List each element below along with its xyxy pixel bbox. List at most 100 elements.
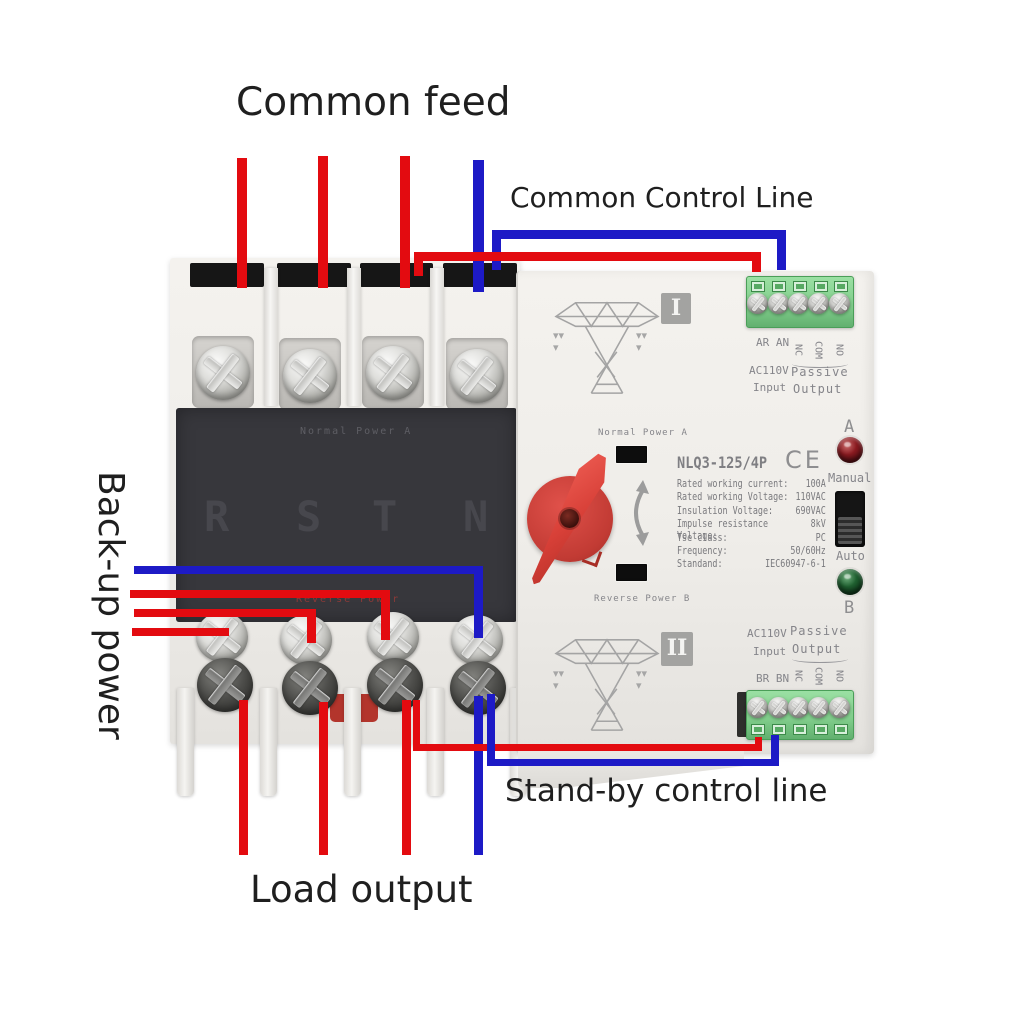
phase-letter-n: N: [463, 492, 489, 541]
section-badge-1: I: [661, 293, 691, 324]
wire-common-control-red-h: [414, 252, 761, 261]
separator-tab: [177, 688, 194, 796]
green-terminal-screw: [829, 293, 850, 314]
terminal-separator: [347, 268, 361, 406]
spec-row: Impulse resistance Voltage:8kV: [677, 518, 826, 543]
terminal-screw: [196, 612, 248, 662]
green-terminal-screw: [788, 293, 809, 314]
bottom-output-line2: Output: [792, 642, 842, 656]
spec-table: Rated working current:100A Rated working…: [677, 478, 826, 572]
terminal-screw: [283, 349, 337, 403]
rotary-center-screw: [560, 509, 579, 528]
green-terminal-screw: [768, 697, 789, 718]
led-a-red: [837, 437, 863, 463]
terminal-top-1: [190, 263, 264, 287]
wire-common-feed-2: [318, 156, 328, 288]
terminal-screw-dark: [282, 661, 338, 715]
rotation-arrow-icon: [634, 480, 649, 546]
bottom-pin-com-label: COM: [812, 666, 824, 686]
terminal-pin: [834, 724, 848, 735]
spec-row: Insulation Voltage:690VAC: [677, 504, 826, 517]
spec-row: Rated working current:100A: [677, 478, 826, 490]
chevron-down-icon: ▾▾▾: [636, 667, 648, 692]
terminal-pin: [793, 281, 807, 292]
wire-backup-blue-h: [134, 566, 483, 574]
separator-tab: [427, 688, 444, 796]
terminal-pin: [772, 281, 786, 292]
terminal-top-2: [277, 263, 351, 287]
wire-standby-blue-v1: [487, 694, 495, 766]
wire-standby-blue-h: [487, 759, 779, 766]
green-terminal-screw: [808, 697, 829, 718]
bottom-pins-label: BR BN: [756, 672, 790, 685]
phase-letter-r: R: [204, 492, 230, 541]
label-common-control-line: Common Control Line: [510, 181, 814, 214]
transmission-tower-icon: [554, 638, 660, 731]
indicator-b-label: B: [844, 598, 855, 618]
terminal-pin: [834, 281, 848, 292]
manual-auto-slider: [835, 491, 865, 547]
wire-backup-red2-h: [134, 609, 316, 617]
green-terminal-screw: [747, 697, 768, 718]
terminal-screw: [366, 346, 420, 400]
wire-common-feed-3: [400, 156, 410, 288]
terminal-separator: [264, 268, 278, 406]
wire-common-control-blue-drop-right: [777, 230, 786, 270]
transmission-tower-icon: [554, 301, 660, 394]
wire-common-control-blue-drop-left: [492, 230, 501, 270]
reverse-power-label: Reverse Power B: [594, 594, 691, 604]
bottom-output-line1: Passive: [790, 624, 848, 638]
wire-backup-red1-drop: [381, 590, 390, 640]
chevron-down-icon: ▾▾▾: [553, 329, 565, 354]
green-terminal-screw: [829, 697, 850, 718]
wire-backup-red1-h: [130, 590, 390, 598]
indicator-a-label: A: [844, 417, 855, 437]
green-terminal-screw: [747, 293, 768, 314]
panel-normal-power-label: Normal Power A: [300, 426, 413, 437]
brace: [792, 360, 848, 368]
wire-load-output-1: [239, 700, 248, 855]
wire-load-output-neutral: [474, 696, 483, 855]
spec-row: Frequency:50/60Hz: [677, 544, 826, 557]
wire-common-feed-1: [237, 158, 247, 288]
top-pin-no-label: NO: [833, 343, 845, 357]
phase-panel: [176, 408, 517, 622]
wire-common-control-blue-h: [492, 230, 786, 239]
spec-row: Tse class:PC: [677, 531, 826, 544]
green-terminal-screw: [768, 293, 789, 314]
ce-mark: CE: [785, 446, 823, 474]
wire-load-output-3: [402, 700, 411, 855]
normal-power-label: Normal Power A: [598, 428, 688, 438]
spec-row: Standand:IEC60947-6-1: [677, 558, 826, 571]
bottom-input-line1: AC110V: [747, 627, 787, 640]
wire-backup-red2-drop: [307, 609, 316, 643]
top-input-line1: AC110V: [749, 364, 789, 377]
wire-common-control-red-drop-right: [752, 252, 761, 272]
chevron-down-icon: ▾▾▾: [553, 667, 565, 692]
top-output-line2: Output: [793, 382, 843, 396]
wire-load-output-2: [319, 702, 328, 855]
label-common-feed: Common feed: [236, 80, 511, 125]
spec-row: Rated working Voltage:110VAC: [677, 491, 826, 504]
wire-backup-blue-drop: [474, 566, 483, 638]
position-window-b: [616, 564, 647, 581]
bottom-pin-nc-label: NC: [792, 669, 804, 683]
manual-label: Manual: [828, 471, 872, 485]
panel-reverse-power-label: Reverse Power: [296, 594, 401, 605]
green-terminal-screw: [788, 697, 809, 718]
top-pin-com-label: COM: [812, 340, 824, 360]
terminal-pin: [814, 281, 828, 292]
terminal-pin: [751, 281, 765, 292]
separator-tab: [260, 688, 277, 796]
phase-letter-t: T: [372, 492, 398, 541]
terminal-screw: [367, 612, 419, 662]
separator-tab: [344, 688, 361, 796]
slider-knob: [838, 517, 862, 544]
top-pin-nc-label: NC: [792, 343, 804, 357]
terminal-pin: [751, 724, 765, 735]
bottom-pin-no-label: NO: [833, 669, 845, 683]
auto-label: Auto: [836, 549, 865, 563]
terminal-pin: [814, 724, 828, 735]
terminal-screw: [196, 346, 250, 400]
